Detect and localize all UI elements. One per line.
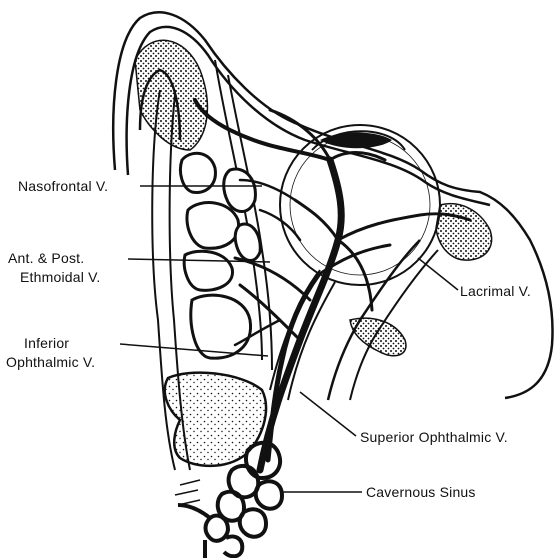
label-cavernous-sinus: Cavernous Sinus: [366, 483, 476, 501]
label-inferior-ophthalmic-line2: Ophthalmic V.: [6, 353, 95, 371]
label-lacrimal-vein: Lacrimal V.: [460, 282, 531, 300]
label-inferior-ophthalmic-line1: Inferior: [24, 334, 69, 352]
ethmoidal-branch: [235, 258, 310, 300]
label-superior-ophthalmic-vein: Superior Ophthalmic V.: [360, 428, 508, 446]
label-ethmoidal-vein-line2: Ethmoidal V.: [20, 268, 101, 286]
lens: [320, 133, 392, 149]
leader-lacrimal: [418, 258, 458, 290]
ethmoid-air-cells: [180, 153, 260, 358]
label-ethmoidal-vein-line1: Ant. & Post.: [8, 249, 84, 267]
bone-floor-hatching: [175, 480, 200, 505]
maxillary-sinus: [165, 373, 266, 466]
label-nasofrontal-vein: Nasofrontal V.: [18, 177, 108, 195]
